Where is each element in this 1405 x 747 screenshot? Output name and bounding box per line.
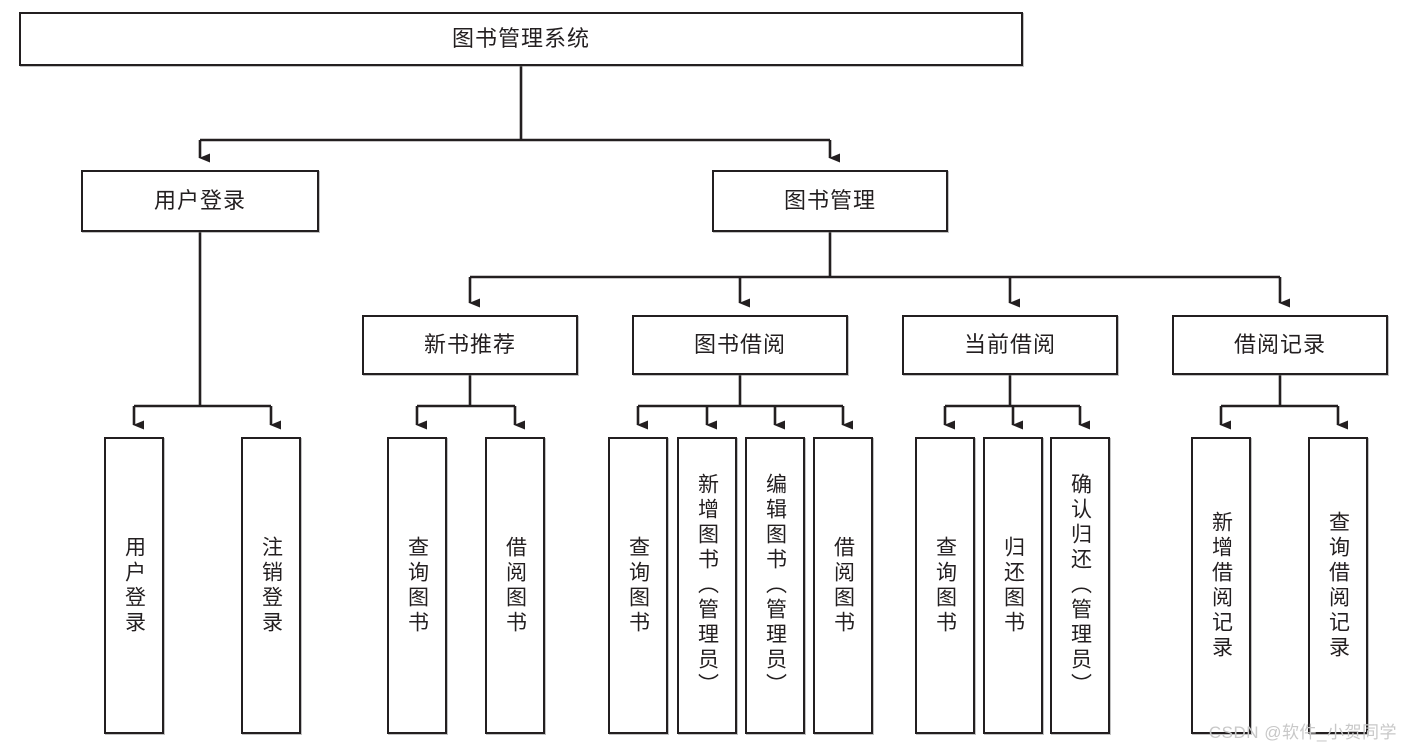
node-leaf-0[interactable]: 用户登录 (104, 437, 164, 734)
node-label: 查询借阅记录 (1326, 510, 1350, 661)
node-label: 归还图书 (1001, 535, 1025, 636)
node-label: 图书管理 (783, 188, 876, 214)
node-leaf-2[interactable]: 查询图书 (387, 437, 447, 734)
node-leaf-1[interactable]: 注销登录 (241, 437, 301, 734)
node-leaf-12[interactable]: 查询借阅记录 (1308, 437, 1368, 734)
node-leaf-11[interactable]: 新增借阅记录 (1191, 437, 1251, 734)
node-label: 图书管理系统 (451, 26, 590, 52)
node-label: 新增图书（管理员） (695, 473, 719, 698)
node-label: 用户登录 (153, 188, 246, 214)
node-label: 查询图书 (933, 535, 957, 636)
node-label: 确认归还（管理员） (1068, 473, 1092, 698)
node-label: 注销登录 (259, 535, 283, 636)
node-leaf-9[interactable]: 归还图书 (983, 437, 1043, 734)
node-level3-0[interactable]: 新书推荐 (362, 315, 578, 375)
node-leaf-4[interactable]: 查询图书 (608, 437, 668, 734)
node-root[interactable]: 图书管理系统 (19, 12, 1023, 66)
node-label: 查询图书 (405, 535, 429, 636)
node-leaf-10[interactable]: 确认归还（管理员） (1050, 437, 1110, 734)
node-label: 图书借阅 (693, 332, 786, 358)
node-label: 新书推荐 (423, 332, 516, 358)
node-leaf-5[interactable]: 新增图书（管理员） (677, 437, 737, 734)
node-level2-0[interactable]: 用户登录 (81, 170, 319, 232)
node-label: 借阅图书 (503, 535, 527, 636)
node-label: 新增借阅记录 (1209, 510, 1233, 661)
connector-group (132, 66, 1348, 430)
node-label: 当前借阅 (963, 332, 1056, 358)
node-label: 用户登录 (122, 535, 146, 636)
node-leaf-6[interactable]: 编辑图书（管理员） (745, 437, 805, 734)
node-level3-3[interactable]: 借阅记录 (1172, 315, 1388, 375)
node-label: 查询图书 (626, 535, 650, 636)
node-label: 借阅图书 (831, 535, 855, 636)
node-leaf-7[interactable]: 借阅图书 (813, 437, 873, 734)
node-label: 编辑图书（管理员） (763, 473, 787, 698)
node-label: 借阅记录 (1233, 332, 1326, 358)
node-level3-2[interactable]: 当前借阅 (902, 315, 1118, 375)
node-leaf-8[interactable]: 查询图书 (915, 437, 975, 734)
node-leaf-3[interactable]: 借阅图书 (485, 437, 545, 734)
node-level3-1[interactable]: 图书借阅 (632, 315, 848, 375)
node-level2-1[interactable]: 图书管理 (712, 170, 948, 232)
